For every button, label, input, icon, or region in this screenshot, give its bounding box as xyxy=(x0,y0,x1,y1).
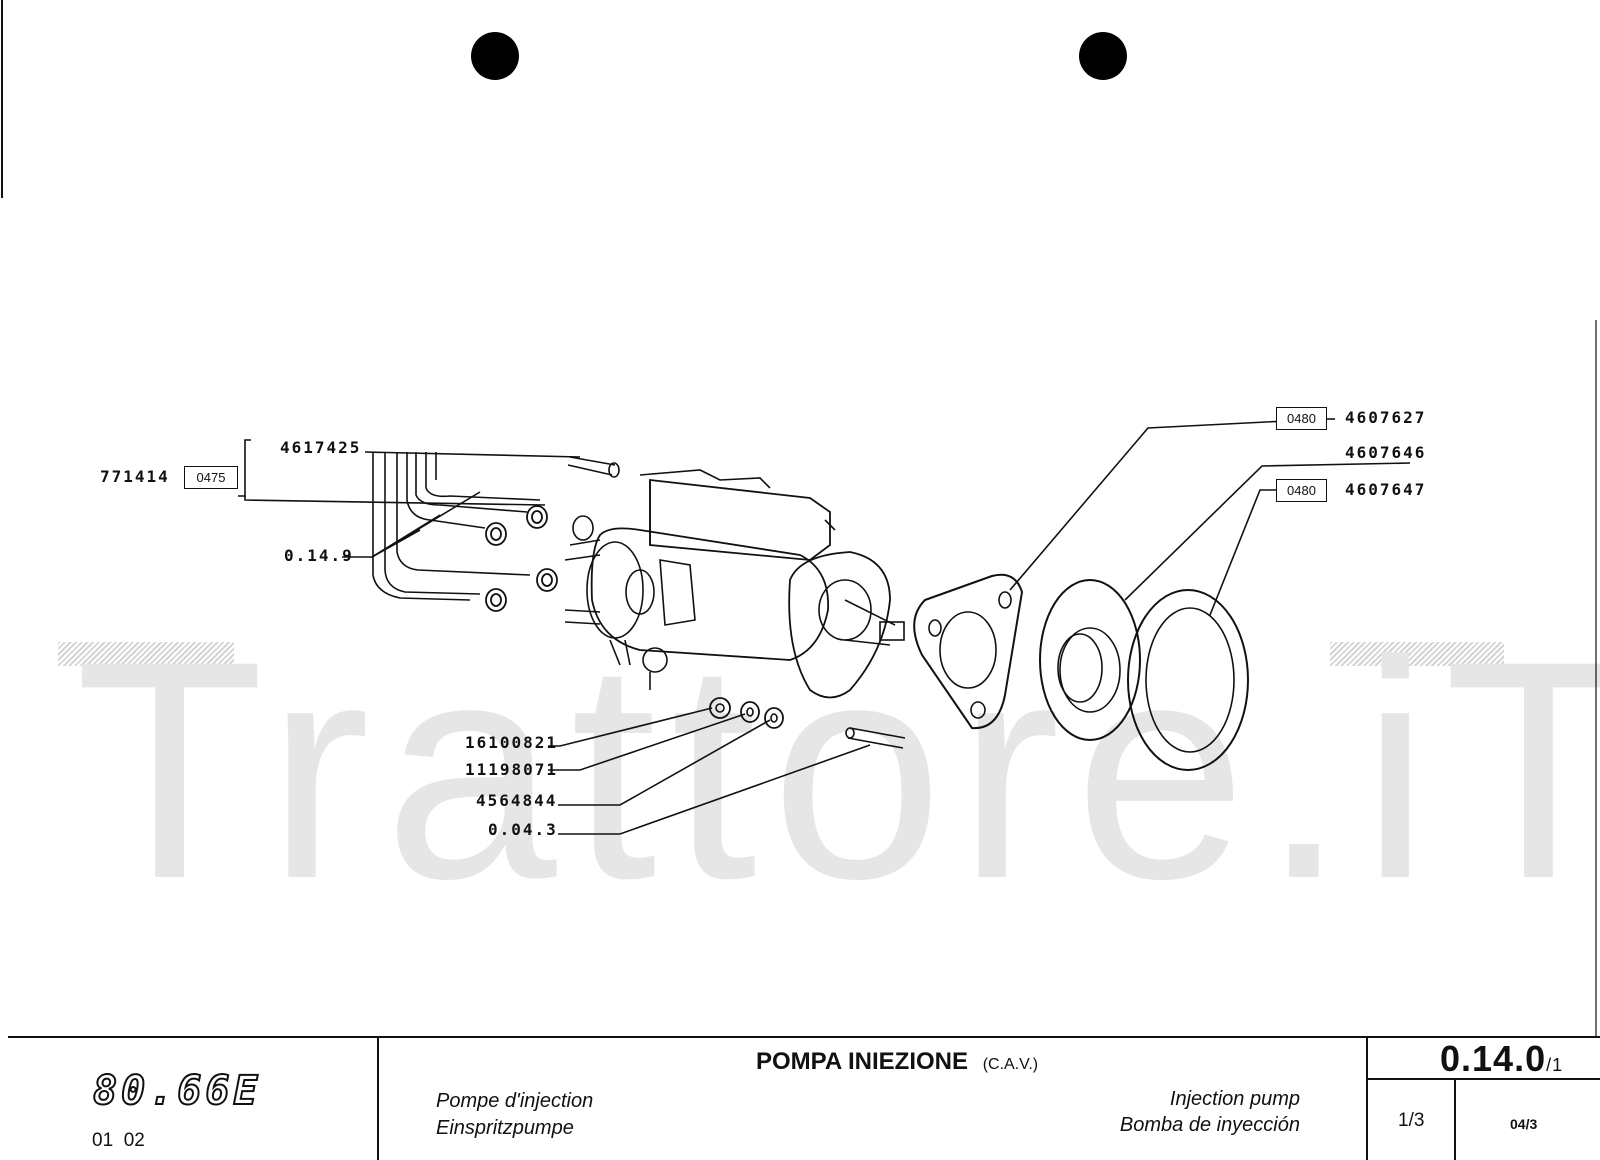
washer-a-part-label: 11198071 xyxy=(465,760,559,779)
pipe-part-label: 4617425 xyxy=(280,438,362,457)
title-text: POMPA INIEZIONE xyxy=(756,1048,969,1075)
washer-b-part-label: 4564844 xyxy=(476,791,558,810)
title-english: Injection pump xyxy=(1169,1088,1300,1110)
ring-part-label: 4607647 xyxy=(1345,480,1427,499)
gasket-ref-box: 0480 xyxy=(1276,407,1327,430)
union-ref-label: 0.14.9 xyxy=(284,546,354,565)
title-german: Einspritzpumpe xyxy=(436,1117,574,1139)
edition-number: 04/3 xyxy=(1510,1116,1538,1132)
binder-hole-right xyxy=(1079,32,1127,80)
section-ref: 0.14.0/1 xyxy=(1440,1038,1563,1080)
model-variants: 01 02 xyxy=(92,1130,145,1151)
title-french: Pompe d'injection xyxy=(436,1090,594,1112)
model-number: 80.66E xyxy=(92,1067,262,1115)
title-block: 80.66E 01 02 POMPA INIEZIONE (C.A.V.) Po… xyxy=(8,1036,1600,1160)
stud-ref-label: 0.04.3 xyxy=(488,820,558,839)
ring-ref-box: 0480 xyxy=(1276,479,1327,502)
gasket-part-label: 4607627 xyxy=(1345,408,1427,427)
group-ref-box: 0475 xyxy=(184,466,238,489)
group-code-label: 771414 xyxy=(100,467,170,486)
binder-hole-left xyxy=(471,32,519,80)
title-subtext: (C.A.V.) xyxy=(982,1056,1039,1073)
exploded-parts-drawing xyxy=(1,0,1597,1036)
page-number: 1/3 xyxy=(1398,1110,1425,1131)
title-main: POMPA INIEZIONE (C.A.V.) xyxy=(756,1048,1038,1076)
title-spanish: Bomba de inyección xyxy=(1119,1114,1300,1136)
nut-part-label: 16100821 xyxy=(465,733,559,752)
watermark: Trattore.iT xyxy=(75,596,1600,943)
watermark-stripe-right xyxy=(1330,642,1504,666)
cover-part-label: 4607646 xyxy=(1345,443,1427,462)
section-ref-number: 0.14.0 xyxy=(1440,1038,1547,1079)
section-ref-sheet: /1 xyxy=(1546,1055,1564,1075)
watermark-stripe-left xyxy=(58,642,234,666)
